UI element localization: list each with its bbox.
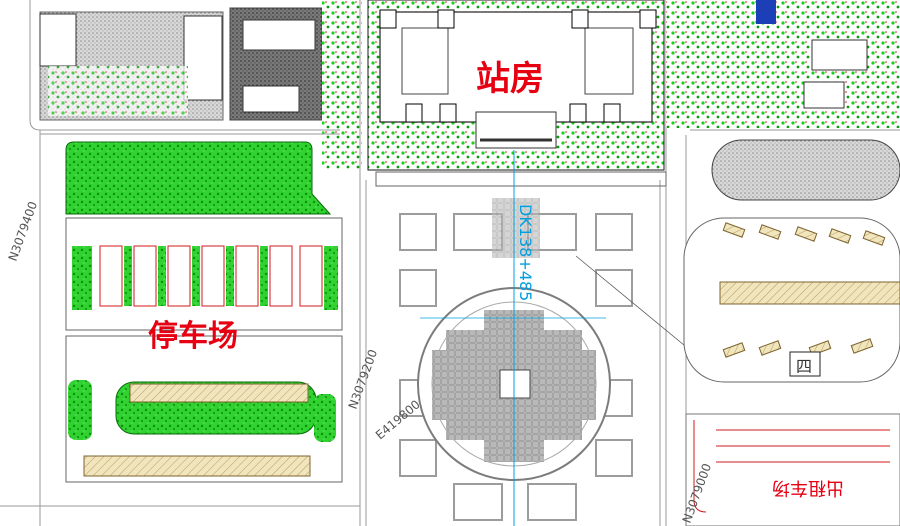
coord-north-2-label: N3079200 [346,348,381,411]
sign-box [789,351,821,377]
right-bottom-lanes [693,420,890,513]
top-green-strip-2 [48,66,188,116]
parking-hatched-bays-2 [83,455,311,477]
parking-lower-green-left [68,380,92,440]
station-wing-right [584,27,634,95]
station-columns [379,9,657,123]
top-left-building-d [242,85,300,113]
sign-box-label: 四 [796,357,812,376]
right-parking-bays [719,281,900,305]
station-forecourt-line [375,171,667,187]
right-sign-label: 出租车场 [772,477,844,498]
top-left-building-b [183,15,223,101]
parking-bays [72,245,338,310]
coord-north-label: N3079400 [6,200,41,263]
top-right-blue [756,0,776,24]
plaza-center-square [499,369,531,399]
top-right-building [811,39,868,71]
station-building-label: 站房 [476,59,544,99]
right-bottom-lot [685,413,900,526]
parking-green-right [314,394,336,442]
top-right-building-2 [803,81,845,109]
plaza-crosswalk [492,198,540,258]
station-canopy [475,111,557,149]
top-left-building-c [242,19,316,51]
plaza-grid [399,213,633,521]
coord-east-label: E419800 [373,397,423,442]
right-dotted-island [711,139,900,201]
top-left-building-a [39,13,77,67]
station-wing-left [401,27,449,95]
top-green-strip [322,0,362,170]
parking-green-lawn [65,141,332,215]
parking-lot-label: 停车场 [148,319,238,354]
parking-hatched-bays [129,383,309,403]
chainage-label: DK138+485 [516,204,535,301]
